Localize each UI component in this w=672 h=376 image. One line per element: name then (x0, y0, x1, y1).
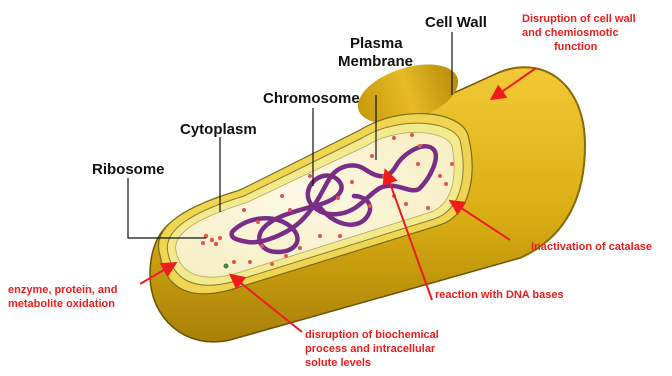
label-ribosome: Ribosome (92, 161, 165, 178)
effect-cell-wall-line3: function (554, 41, 598, 53)
label-chromosome: Chromosome (263, 90, 360, 107)
effect-cell-wall-line1: Disruption of cell wall (522, 13, 636, 25)
ribosome-green-dot (224, 264, 229, 269)
label-cytoplasm: Cytoplasm (180, 121, 257, 138)
effect-biochemical-line2: process and intracellular (305, 343, 436, 355)
label-plasma-membrane-1: Plasma (350, 35, 403, 52)
effect-dna: reaction with DNA bases (435, 289, 564, 301)
effect-biochemical-line3: solute levels (305, 357, 371, 369)
effect-oxidation-line1: enzyme, protein, and (8, 284, 117, 296)
effect-biochemical-line1: disruption of biochemical (305, 329, 439, 341)
effect-catalase: Inactivation of catalase (531, 241, 652, 253)
label-plasma-membrane-2: Membrane (338, 53, 413, 70)
effect-oxidation-line2: metabolite oxidation (8, 298, 115, 310)
effect-cell-wall-line2: and chemiosmotic (522, 27, 619, 39)
label-cell-wall: Cell Wall (425, 14, 487, 31)
